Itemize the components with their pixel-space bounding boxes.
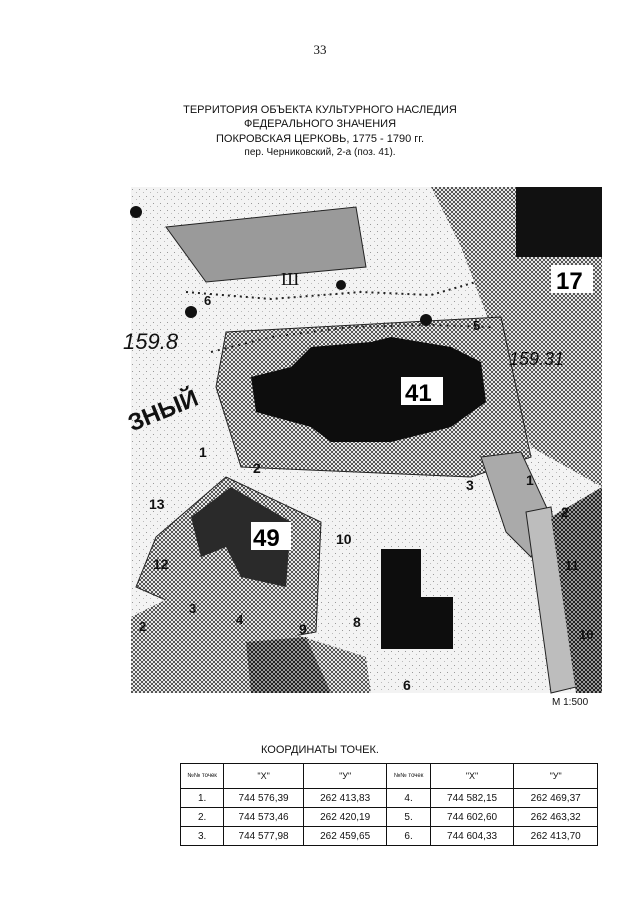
coordinates-title: КООРДИНАТЫ ТОЧЕК. — [261, 744, 379, 756]
header-x: "Х" — [429, 763, 515, 789]
table-cell: 744 602,60 — [429, 807, 515, 827]
header-point-number: №№ точек — [179, 763, 225, 789]
point-label: 8 — [353, 614, 361, 630]
label-41: 41 — [405, 380, 432, 407]
title-line-4: пер. Черниковский, 2-а (поз. 41). — [244, 147, 396, 158]
building-49 — [191, 487, 291, 587]
site-plan-map: 17 41 49 159.8 159.31 ЗНЫЙ Ш 13 12 10 8 … — [123, 187, 602, 694]
point-label: 1 — [526, 472, 534, 488]
point-label: 1 — [199, 444, 207, 460]
label-17: 17 — [556, 268, 583, 295]
page-number: 33 — [313, 42, 327, 57]
hatched-zone-east — [551, 487, 602, 693]
marker — [420, 314, 432, 326]
header-x: "Х" — [223, 763, 304, 789]
table-cell: 744 577,98 — [223, 826, 304, 846]
coordinates-header-row: №№ точек "Х" "У" №№ точек "Х" "У" — [179, 763, 598, 789]
point-label: 10 — [579, 627, 593, 642]
label-49-background — [251, 522, 291, 550]
table-cell: 262 463,32 — [513, 807, 598, 827]
table-cell: 3. — [179, 826, 225, 846]
table-cell: 744 604,33 — [429, 826, 515, 846]
title-line-1: ТЕРРИТОРИЯ ОБЪЕКТА КУЛЬТУРНОГО НАСЛЕДИЯ — [183, 104, 457, 116]
black-building-south — [381, 549, 453, 649]
point-label: 6 — [403, 677, 411, 693]
dark-parcel-south — [246, 637, 331, 693]
point-label: 2 — [253, 460, 261, 476]
point-label: 3 — [466, 477, 474, 493]
marker — [185, 306, 197, 318]
roman-label: Ш — [281, 269, 299, 289]
point-label: 2 — [139, 619, 146, 634]
point-label: 13 — [149, 496, 165, 512]
point-label: 9 — [299, 621, 307, 637]
table-cell: 2. — [179, 807, 225, 827]
label-49: 49 — [253, 525, 280, 552]
marker — [130, 206, 142, 218]
point-label: 10 — [336, 531, 352, 547]
table-cell: 4. — [386, 788, 431, 808]
title-line-2: ФЕДЕРАЛЬНОГО ЗНАЧЕНИЯ — [243, 118, 397, 130]
hatched-zone-north — [431, 187, 602, 487]
boundary-line — [185, 281, 477, 301]
point-label: 5 — [473, 318, 480, 333]
table-cell: 744 582,15 — [429, 788, 515, 808]
table-cell: 6. — [386, 826, 431, 846]
table-cell: 744 576,39 — [223, 788, 304, 808]
header-point-number: №№ точек — [386, 763, 431, 789]
point-label: 4 — [236, 612, 244, 627]
table-cell: 1. — [179, 788, 225, 808]
table-cell: 262 420,19 — [302, 807, 388, 827]
marker — [336, 280, 346, 290]
elevation-label: 159.8 — [123, 329, 179, 354]
title-line-3: ПОКРОВСКАЯ ЦЕРКОВЬ, 1775 - 1790 гг. — [215, 133, 424, 145]
table-cell: 262 469,37 — [513, 788, 598, 808]
church-building — [251, 337, 486, 442]
header-y: "У" — [513, 763, 598, 789]
label-41-background — [401, 377, 443, 405]
table-row: 3. 744 577,98 262 459,65 6. 744 604,33 2… — [179, 826, 598, 846]
label-17-background — [551, 265, 593, 293]
point-label: 6 — [204, 293, 211, 308]
dark-building-north — [516, 187, 602, 257]
table-cell: 5. — [386, 807, 431, 827]
point-label: 12 — [153, 556, 169, 572]
table-row: 1. 744 576,39 262 413,83 4. 744 582,15 2… — [179, 788, 598, 808]
table-cell: 262 413,83 — [302, 788, 388, 808]
table-cell: 262 413,70 — [513, 826, 598, 846]
table-cell: 744 573,46 — [223, 807, 304, 827]
point-label: 11 — [565, 558, 579, 573]
elevation-label: 159.31 — [509, 349, 564, 369]
map-scale: М 1:500 — [552, 697, 589, 708]
header-y: "У" — [302, 763, 388, 789]
table-row: 2. 744 573,46 262 420,19 5. 744 602,60 2… — [179, 807, 598, 827]
point-label: 2 — [561, 504, 569, 520]
point-label: 3 — [189, 601, 196, 616]
coordinates-table: №№ точек "Х" "У" №№ точек "Х" "У" 1. 744… — [179, 763, 598, 846]
gray-parcel-top — [165, 206, 367, 283]
table-cell: 262 459,65 — [302, 826, 388, 846]
